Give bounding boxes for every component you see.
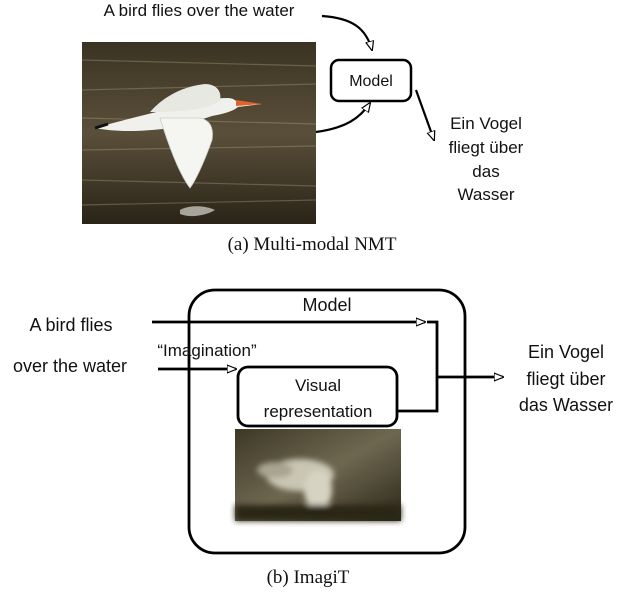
- panel-b-imagination-label: “Imagination”: [157, 341, 257, 360]
- panel-a-image-arrow: [315, 103, 370, 134]
- panel-b-output-line-3: das Wasser: [519, 395, 613, 415]
- panel-b-visual-line-2: representation: [264, 402, 373, 421]
- panel-a-text-arrow: [321, 14, 372, 50]
- panel-a-output-arrow: [414, 89, 434, 140]
- panel-a-model-label: Model: [349, 73, 393, 90]
- panel-a-bird-photo: [81, 42, 317, 224]
- panel-a-output-line-4: Wasser: [458, 185, 515, 204]
- panel-b-source-line-1: A bird flies: [29, 315, 112, 335]
- panel-b: Model A bird flies over the water “Imagi…: [13, 288, 613, 588]
- panel-b-model-box: [187, 288, 467, 555]
- panel-a-model-box: [329, 58, 413, 103]
- panel-a-output-line-2: fliegt über: [449, 138, 524, 157]
- panel-b-source-line-2: over the water: [13, 356, 127, 376]
- panel-b-generated-image: [235, 429, 401, 521]
- panel-b-visual-box: [236, 365, 399, 428]
- panel-b-caption: (b) ImagiT: [267, 567, 350, 588]
- panel-b-merge-connector: [397, 320, 439, 413]
- panel-a-output-line-1: Ein Vogel: [450, 114, 522, 133]
- panel-a-caption: (a) Multi-modal NMT: [228, 234, 397, 255]
- panel-b-output-text: Ein Vogel fliegt über das Wasser: [519, 342, 613, 415]
- panel-b-output-line-2: fliegt über: [526, 369, 605, 389]
- panel-a: A bird flies over the water: [81, 1, 524, 255]
- panel-a-output-line-3: das: [472, 162, 499, 181]
- panel-a-source-sentence: A bird flies over the water: [104, 1, 295, 20]
- panel-b-output-line-1: Ein Vogel: [528, 342, 604, 362]
- panel-a-output-text: Ein Vogel fliegt über das Wasser: [449, 114, 524, 204]
- panel-b-model-label: Model: [302, 295, 351, 315]
- panel-b-visual-line-1: Visual: [295, 376, 341, 395]
